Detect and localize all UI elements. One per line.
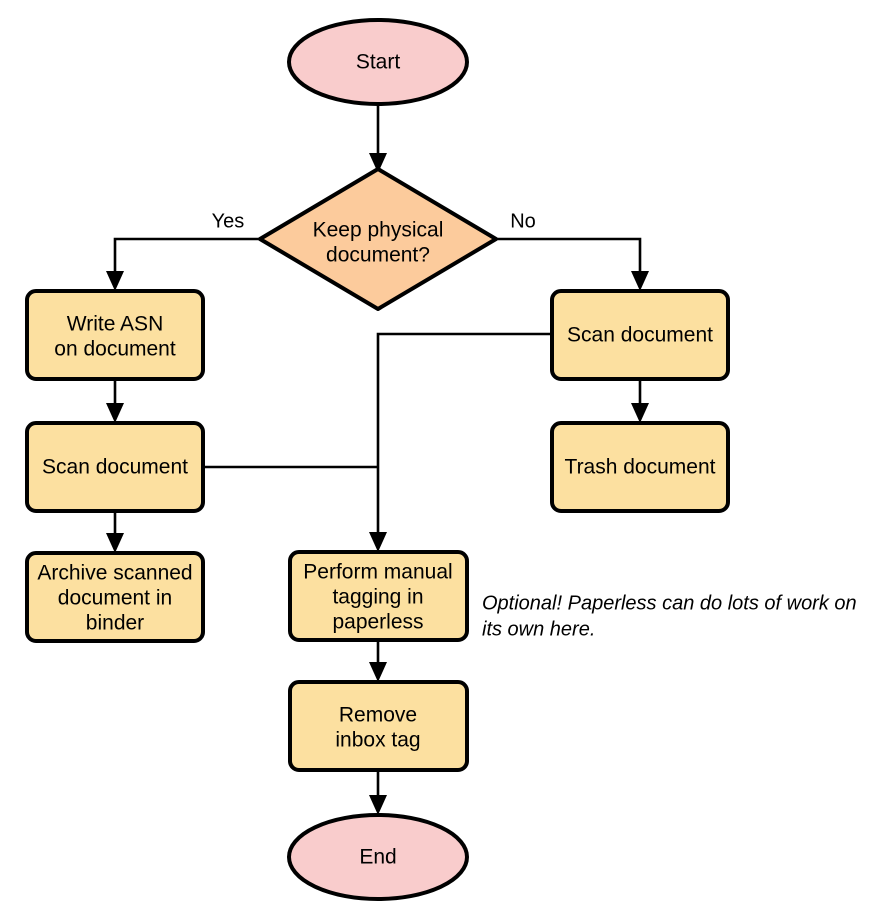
node-archive-label-line1: Archive scanned [37,562,192,585]
arrow-head-icon [369,662,387,682]
start-ellipse[interactable] [287,18,469,106]
arrow-head-icon [106,271,124,291]
edge-line [113,237,260,281]
node-archive-label-line2: document in [58,587,172,610]
edge-label-yes: Yes [212,210,245,232]
node-start-label: Start [356,51,401,74]
node-decision-label-line1: Keep physical [313,219,444,242]
arrow-head-icon [631,271,649,291]
node-tagging-label-line3: paperless [332,611,423,634]
node-end[interactable]: End [287,813,469,901]
edge-scan-left-to-archive [106,511,124,553]
node-write-asn[interactable]: Write ASN on document [25,289,205,381]
edge-line [376,332,552,542]
edge-write-asn-to-scan-left [106,379,124,423]
node-scan-document-right-label: Scan document [567,324,713,347]
node-write-asn-label-line1: Write ASN [67,313,163,336]
arrow-head-icon [631,403,649,423]
node-end-label: End [359,846,396,869]
edge-decision-no-to-scan-right [496,237,649,291]
edge-scan-right-to-trash [631,379,649,423]
node-tagging-label-line2: tagging in [332,586,423,609]
write-asn-box[interactable] [25,289,205,381]
node-trash-document-label: Trash document [565,456,716,479]
node-scan-document-left[interactable]: Scan document [25,421,205,513]
node-archive-label-line3: binder [86,612,144,635]
archive-box[interactable] [25,551,205,643]
node-archive-scanned-document[interactable]: Archive scanned document in binder [25,551,205,643]
arrow-head-icon [369,153,387,173]
tagging-box[interactable] [288,550,469,642]
scan-document-right-box[interactable] [550,289,730,381]
node-write-asn-label-line2: on document [54,338,176,361]
node-decision-keep-physical-document[interactable]: Keep physical document? [258,167,498,311]
node-perform-manual-tagging[interactable]: Perform manual tagging in paperless [288,550,469,642]
end-ellipse[interactable] [287,813,469,901]
arrow-head-icon [106,533,124,553]
node-decision-label-line2: document? [326,244,430,267]
decision-diamond[interactable] [258,167,498,311]
arrow-head-icon [369,795,387,815]
node-remove-inbox-label-line1: Remove [339,704,417,727]
node-start[interactable]: Start [287,18,469,106]
node-remove-inbox-tag[interactable]: Remove inbox tag [288,680,469,772]
annotation-line1: Optional! Paperless can do lots of work … [482,592,857,614]
node-remove-inbox-label-line2: inbox tag [335,729,420,752]
arrow-head-icon [106,403,124,423]
annotation-line2: its own here. [482,618,595,640]
edge-start-to-decision [369,104,387,173]
arrow-head-icon [369,532,387,552]
node-trash-document[interactable]: Trash document [550,421,730,513]
trash-document-box[interactable] [550,421,730,513]
annotation-optional-note: Optional! Paperless can do lots of work … [482,592,857,640]
edge-scan-right-to-tagging [369,332,552,552]
remove-inbox-tag-box[interactable] [288,680,469,772]
node-tagging-label-line1: Perform manual [303,561,452,584]
edge-line [496,237,642,281]
edge-decision-yes-to-write-asn [106,237,260,291]
node-scan-document-left-label: Scan document [42,456,188,479]
edge-label-no: No [510,210,536,232]
edge-tagging-to-remove-inbox [369,640,387,682]
scan-document-left-box[interactable] [25,421,205,513]
node-scan-document-right[interactable]: Scan document [550,289,730,381]
edge-remove-inbox-to-end [369,770,387,815]
